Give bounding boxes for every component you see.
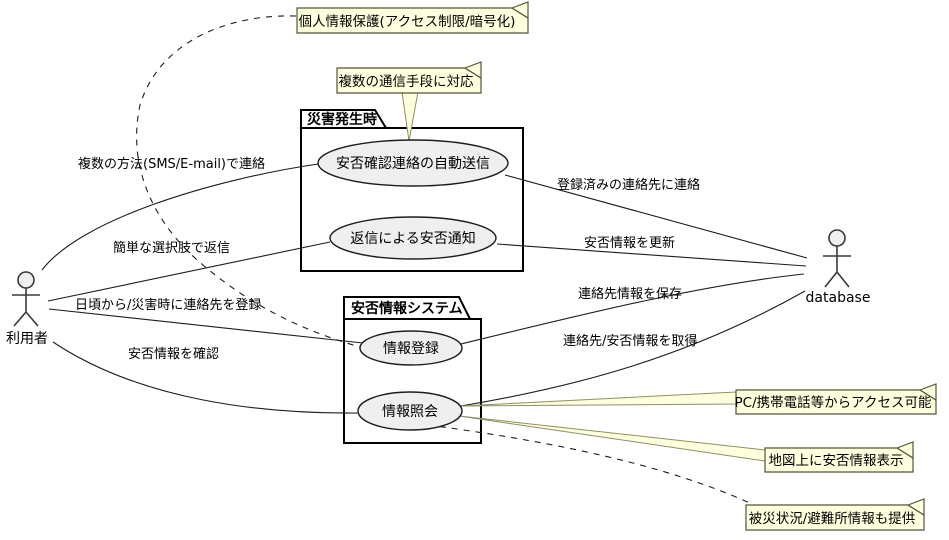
- note-shelter-info: 被災状況/避難所情報も提供: [745, 498, 925, 531]
- package-safety-info-system-title: 安否情報システム: [351, 300, 463, 317]
- usecase-auto-send-ellipse: [317, 139, 509, 187]
- association-label-save-contacts: 連絡先情報を保存: [578, 286, 682, 302]
- note-shelter-info-body: [745, 504, 925, 531]
- actor-database-figure: [823, 246, 851, 288]
- note-pointer-map-display: [458, 415, 766, 462]
- actor-database-label: database: [806, 290, 871, 306]
- association-label-contact-methods: 複数の方法(SMS/E-mail)で連絡: [78, 156, 265, 172]
- association-label-simple-reply: 簡単な選択肢で返信: [113, 240, 230, 256]
- usecase-auto-send: 安否確認連絡の自動送信: [317, 139, 509, 187]
- note-map-display-text: 地図上に安否情報表示: [769, 453, 904, 469]
- association-info-inquiry-database: [460, 290, 806, 407]
- note-map-display: 地図上に安否情報表示: [764, 441, 914, 473]
- package-safety-info-system-tab: [343, 296, 472, 320]
- note-connectors: [136, 15, 766, 505]
- note-pointer-pc-access: [461, 391, 737, 407]
- actor-user: 利用者: [6, 271, 48, 347]
- note-pc-mobile-access-text: PC/携帯電話等からアクセス可能: [735, 394, 932, 411]
- association-user-auto-send: [41, 163, 319, 271]
- note-privacy-fold-icon: [510, 1, 529, 20]
- actor-database-icon: [828, 229, 846, 247]
- note-link-inquiry-to-shelter-info: [427, 424, 753, 505]
- usecase-info-register-ellipse: [359, 330, 463, 366]
- note-map-display-fold-icon: [895, 441, 914, 460]
- note-multi-channel-text: 複数の通信手段に対応: [339, 73, 474, 90]
- usecase-auto-send-label: 安否確認連絡の自動送信: [336, 156, 490, 172]
- association-user-info-inquiry: [52, 341, 359, 414]
- usecase-info-register-label: 情報登録: [383, 341, 439, 357]
- note-privacy-text: 個人情報保護(アクセス制限/暗号化): [299, 14, 516, 30]
- note-multi-channel-fold-icon: [463, 61, 482, 80]
- usecase-info-inquiry-label: 情報照会: [382, 404, 438, 420]
- association-label-contact-registered: 登録済みの連絡先に連絡: [557, 177, 700, 193]
- association-info-register-database: [460, 273, 805, 345]
- usecase-reply-notice-label: 返信による安否通知: [350, 230, 476, 247]
- association-label-update-safety: 安否情報を更新: [584, 235, 675, 251]
- actor-user-icon: [17, 271, 35, 289]
- note-shelter-info-text: 被災状況/避難所情報も提供: [749, 511, 916, 527]
- note-multi-channel-body: [336, 67, 482, 94]
- association-reply-notice-database: [496, 243, 807, 267]
- usecase-info-inquiry-ellipse: [357, 391, 463, 431]
- usecase-reply-notice-ellipse: [329, 216, 497, 260]
- usecase-info-inquiry: 情報照会: [357, 391, 463, 431]
- actor-user-figure: [12, 288, 40, 327]
- association-auto-send-database: [504, 174, 808, 259]
- note-shelter-info-fold-icon: [906, 498, 925, 517]
- usecase-info-register: 情報登録: [359, 330, 463, 366]
- note-multi-channel: 複数の通信手段に対応: [336, 61, 482, 94]
- note-pc-mobile-access-body: [735, 389, 937, 415]
- note-map-display-body: [764, 447, 914, 473]
- association-label-check-safety: 安否情報を確認: [128, 346, 219, 362]
- package-disaster-time-title: 災害発生時: [307, 111, 377, 128]
- actor-user-label: 利用者: [6, 331, 48, 347]
- actor-database: database: [806, 229, 871, 306]
- note-link-privacy-to-register: [136, 15, 361, 348]
- note-privacy: 個人情報保護(アクセス制限/暗号化): [296, 1, 529, 34]
- note-pc-mobile-access: PC/携帯電話等からアクセス可能: [735, 383, 937, 415]
- association-user-reply-notice: [47, 241, 331, 302]
- associations: 複数の方法(SMS/E-mail)で連絡 簡単な選択肢で返信 日頃から/災害時に…: [41, 156, 808, 414]
- package-disaster-time-tab: [300, 109, 388, 129]
- association-label-register-contacts: 日頃から/災害時に連絡先を登録: [75, 297, 261, 313]
- association-user-info-register: [48, 308, 364, 344]
- note-pc-mobile-access-fold-icon: [918, 383, 937, 402]
- usecase-reply-notice: 返信による安否通知: [329, 216, 497, 260]
- association-label-get-info: 連絡先/安否情報を取得: [563, 333, 697, 349]
- note-privacy-body: [296, 7, 529, 34]
